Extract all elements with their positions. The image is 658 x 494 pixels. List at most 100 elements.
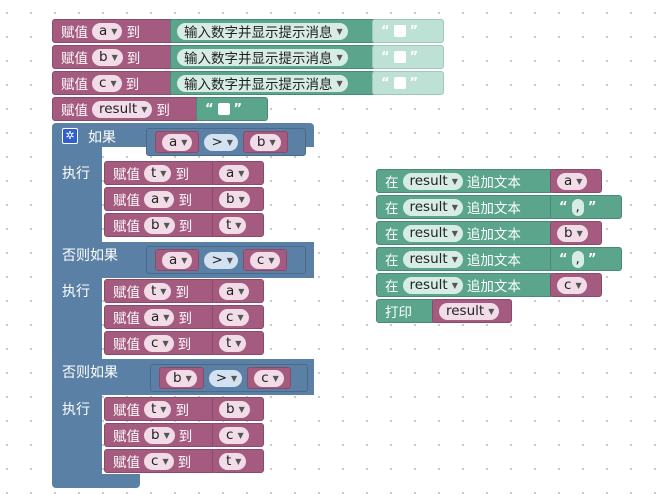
var-dropdown-b[interactable]: b▼ (92, 48, 123, 66)
assign-a-block[interactable]: 赋值 a▼ 到 (104, 187, 216, 211)
var-get-t[interactable]: t▼ (212, 213, 264, 237)
var-dropdown-t[interactable]: t▼ (219, 216, 247, 234)
operator-dropdown[interactable]: >▼ (204, 251, 238, 269)
var-dropdown-result[interactable]: result▼ (402, 276, 463, 294)
var-dropdown-a[interactable]: a▼ (144, 308, 175, 326)
var-dropdown-result[interactable]: result▼ (402, 250, 463, 268)
var-get-c[interactable]: c▼ (212, 423, 264, 447)
chevron-down-icon: ▼ (336, 26, 343, 36)
prompt-number-block[interactable]: 输入数字并显示提示消息▼ (170, 19, 376, 43)
empty-text-field[interactable] (217, 103, 230, 115)
text-literal-block[interactable]: “ ” (372, 19, 444, 43)
var-dropdown-b[interactable]: b▼ (249, 133, 281, 151)
var-dropdown-a[interactable]: a▼ (162, 133, 193, 151)
var-dropdown-t[interactable]: t▼ (219, 452, 247, 470)
text-literal-block[interactable]: “ ” (196, 97, 268, 121)
text-literal-comma[interactable]: “ , ” (550, 247, 622, 271)
assign-b-block[interactable]: 赋值 b▼ 到 (52, 45, 174, 69)
var-dropdown-c[interactable]: c▼ (557, 276, 587, 294)
var-dropdown-b[interactable]: b▼ (144, 426, 175, 444)
var-dropdown-c[interactable]: c▼ (144, 334, 174, 352)
var-dropdown-result[interactable]: result▼ (92, 100, 153, 118)
prompt-dropdown[interactable]: 输入数字并显示提示消息▼ (177, 74, 348, 93)
var-dropdown-b[interactable]: b▼ (166, 369, 197, 387)
var-dropdown-c[interactable]: c▼ (144, 452, 174, 470)
prompt-number-block[interactable]: 输入数字并显示提示消息▼ (170, 71, 376, 95)
append-text-block[interactable]: 在 result▼ 追加文本 (376, 221, 554, 245)
assign-c-block[interactable]: 赋值 c▼ 到 (52, 71, 174, 95)
var-get-b[interactable]: b▼ (550, 221, 602, 245)
var-dropdown-result[interactable]: result▼ (402, 172, 463, 190)
print-block[interactable]: 打印 (376, 299, 436, 323)
chevron-down-icon: ▼ (237, 312, 244, 322)
append-text-block[interactable]: 在 result▼ 追加文本 (376, 195, 554, 219)
prompt-dropdown[interactable]: 输入数字并显示提示消息▼ (177, 22, 348, 41)
var-dropdown-result[interactable]: result▼ (402, 198, 463, 216)
var-get-a[interactable]: a▼ (550, 169, 602, 193)
empty-text-field[interactable] (393, 77, 406, 89)
var-dropdown-a[interactable]: a▼ (162, 251, 193, 269)
chevron-down-icon: ▼ (451, 280, 458, 290)
var-get-c[interactable]: c▼ (212, 305, 264, 329)
var-dropdown-b[interactable]: b▼ (219, 400, 250, 418)
assign-a-block[interactable]: 赋值 a▼ 到 (104, 305, 216, 329)
assign-c-block[interactable]: 赋值 c▼ 到 (104, 331, 216, 355)
var-dropdown-t[interactable]: t▼ (219, 334, 247, 352)
var-dropdown-c[interactable]: c▼ (92, 74, 122, 92)
var-dropdown-t[interactable]: t▼ (144, 164, 172, 182)
var-dropdown-a[interactable]: a▼ (557, 172, 588, 190)
comma-text-field[interactable]: , (571, 198, 584, 216)
var-dropdown-c[interactable]: c▼ (249, 251, 280, 269)
empty-text-field[interactable] (393, 25, 406, 37)
var-dropdown-a[interactable]: a▼ (144, 190, 175, 208)
var-get-b[interactable]: b▼ (212, 397, 264, 421)
assign-t-block[interactable]: 赋值 t▼ 到 (104, 161, 216, 185)
assign-label: 赋值 (113, 403, 140, 419)
var-dropdown-c[interactable]: c▼ (254, 369, 284, 387)
var-get-result[interactable]: result▼ (432, 299, 512, 323)
assign-b-block[interactable]: 赋值 b▼ 到 (104, 423, 216, 447)
assign-result-block[interactable]: 赋值 result▼ 到 (52, 97, 200, 121)
var-get-a[interactable]: a▼ (212, 161, 264, 185)
var-dropdown-b[interactable]: b▼ (219, 190, 250, 208)
var-get-c[interactable]: c▼ (550, 273, 602, 297)
compare-block-2[interactable]: a▼ >▼ c▼ (146, 246, 306, 274)
var-dropdown-a[interactable]: a▼ (219, 164, 250, 182)
var-get-a[interactable]: a▼ (212, 279, 264, 303)
var-dropdown-a[interactable]: a▼ (219, 282, 250, 300)
var-dropdown-b[interactable]: b▼ (557, 224, 588, 242)
var-dropdown-c[interactable]: c▼ (219, 426, 249, 444)
append-text-block[interactable]: 在 result▼ 追加文本 (376, 247, 554, 271)
assign-c-block[interactable]: 赋值 c▼ 到 (104, 449, 216, 473)
chevron-down-icon: ▼ (575, 280, 582, 290)
append-text-block[interactable]: 在 result▼ 追加文本 (376, 169, 554, 193)
chevron-down-icon: ▼ (336, 78, 343, 88)
var-get-t[interactable]: t▼ (212, 331, 264, 355)
compare-block-1[interactable]: a▼ >▼ b▼ (146, 128, 306, 156)
prompt-number-block[interactable]: 输入数字并显示提示消息▼ (170, 45, 376, 69)
assign-a-block[interactable]: 赋值 a▼ 到 (52, 19, 174, 43)
text-literal-comma[interactable]: “ , ” (550, 195, 622, 219)
var-get-t[interactable]: t▼ (212, 449, 264, 473)
var-get-b[interactable]: b▼ (212, 187, 264, 211)
assign-t-block[interactable]: 赋值 t▼ 到 (104, 397, 216, 421)
var-dropdown-result[interactable]: result▼ (439, 302, 500, 320)
prompt-dropdown[interactable]: 输入数字并显示提示消息▼ (177, 48, 348, 67)
var-dropdown-result[interactable]: result▼ (402, 224, 463, 242)
operator-dropdown[interactable]: >▼ (204, 133, 238, 151)
gear-icon[interactable]: ✲ (62, 128, 78, 144)
text-literal-block[interactable]: “ ” (372, 71, 444, 95)
append-text-block[interactable]: 在 result▼ 追加文本 (376, 273, 554, 297)
var-dropdown-t[interactable]: t▼ (144, 282, 172, 300)
text-literal-block[interactable]: “ ” (372, 45, 444, 69)
empty-text-field[interactable] (393, 51, 406, 63)
var-dropdown-t[interactable]: t▼ (144, 400, 172, 418)
var-dropdown-a[interactable]: a▼ (92, 22, 123, 40)
comma-text-field[interactable]: , (571, 250, 584, 268)
var-dropdown-c[interactable]: c▼ (219, 308, 249, 326)
var-dropdown-b[interactable]: b▼ (144, 216, 175, 234)
assign-b-block[interactable]: 赋值 b▼ 到 (104, 213, 216, 237)
compare-block-3[interactable]: b▼ >▼ c▼ (150, 364, 308, 392)
operator-dropdown[interactable]: >▼ (208, 369, 243, 387)
assign-t-block[interactable]: 赋值 t▼ 到 (104, 279, 216, 303)
